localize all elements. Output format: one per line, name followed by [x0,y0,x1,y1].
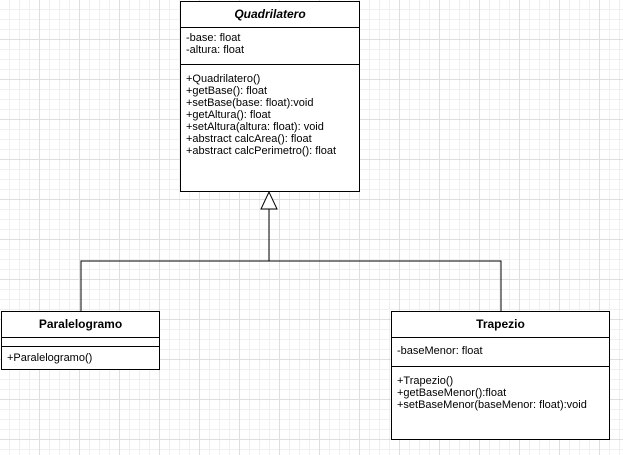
generalization-arrowhead [260,190,278,210]
class-trapezio[interactable]: Trapezio -baseMenor: float +Trapezio() +… [391,311,610,440]
method: +getBaseMenor():float [397,387,507,399]
attributes-section: -base: float -altura: float [181,28,359,64]
method: +setBaseMenor(baseMenor: float):void [397,399,587,411]
method: +abstract calcArea(): float [186,133,312,145]
divider [2,346,159,347]
method: +setBase(base: float):void [186,97,314,109]
divider [392,366,609,367]
method: +Paralelogramo() [7,352,93,364]
methods-section: +Trapezio() +getBaseMenor():float +setBa… [392,367,609,415]
method: +abstract calcPerimetro(): float [186,145,337,157]
generalization-line [269,260,502,311]
methods-section: +Paralelogramo() [2,347,159,368]
attribute: -base: float [186,32,241,44]
generalization-line [80,209,270,311]
method: +Trapezio() [397,375,454,387]
class-quadrilatero[interactable]: Quadrilatero -base: float -altura: float… [180,1,360,192]
class-paralelogramo[interactable]: Paralelogramo +Paralelogramo() [1,311,160,370]
attribute: -altura: float [186,44,245,56]
class-name: Trapezio [392,312,609,338]
attributes-section: -baseMenor: float [392,338,609,366]
method: +setAltura(altura: float): void [186,121,324,133]
attribute: -baseMenor: float [397,345,483,357]
class-name: Paralelogramo [2,312,159,338]
method: +Quadrilatero() [186,73,261,85]
methods-section: +Quadrilatero() +getBase(): float +setBa… [181,65,359,161]
method: +getAltura(): float [186,109,271,121]
divider [181,64,359,65]
class-name: Quadrilatero [181,2,359,28]
method: +getBase(): float [186,85,268,97]
attributes-section [2,338,159,346]
